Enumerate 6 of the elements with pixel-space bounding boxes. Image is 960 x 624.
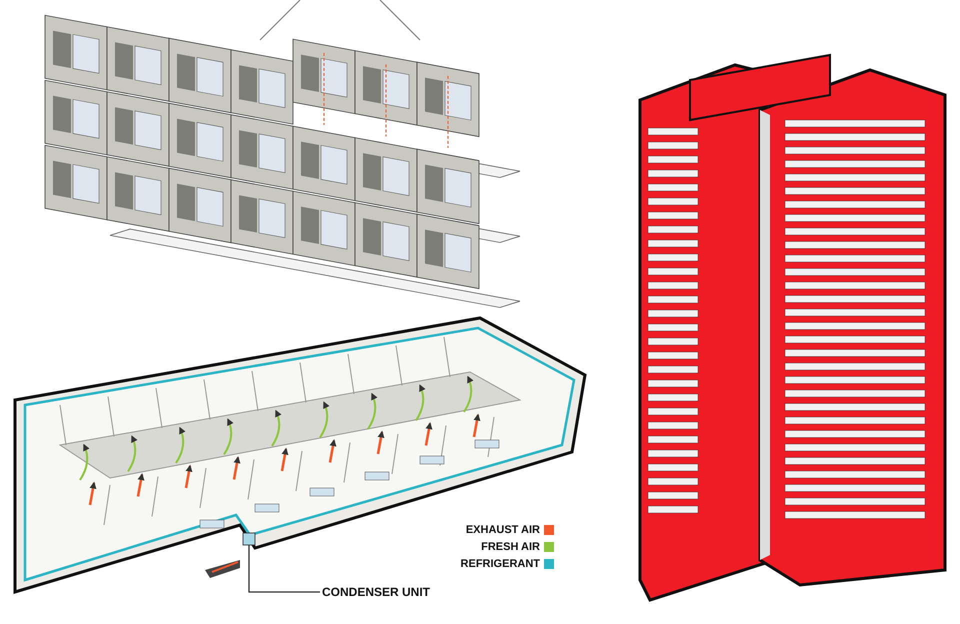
legend-label: REFRIGERANT xyxy=(460,557,540,571)
leader-line xyxy=(248,545,320,593)
legend-label: EXHAUST AIR xyxy=(466,523,540,537)
callout-label: CONDENSER UNIT xyxy=(322,585,430,599)
condenser-unit xyxy=(242,532,256,546)
legend-label: FRESH AIR xyxy=(481,540,540,554)
